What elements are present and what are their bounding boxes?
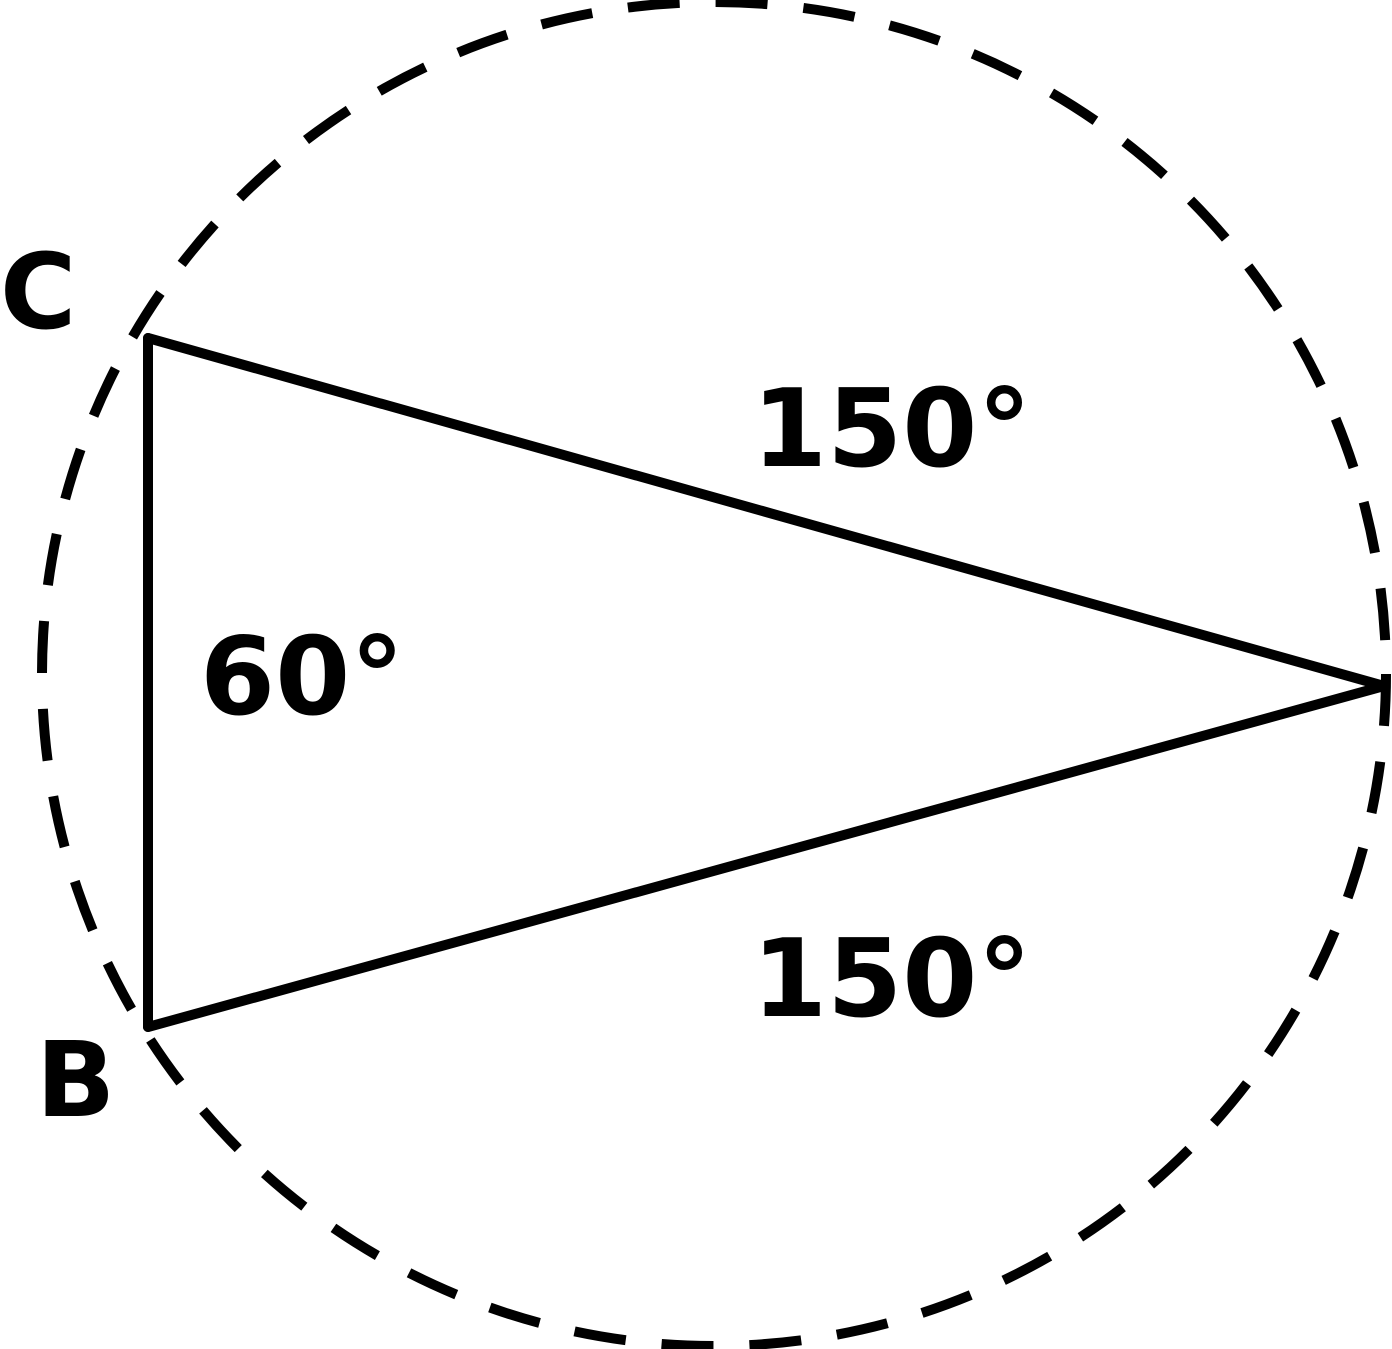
chord-c-right <box>143 333 1389 691</box>
arc-label-top: 150° <box>752 367 1031 492</box>
arc-label-bottom: 150° <box>752 917 1031 1042</box>
vertex-label-b: B <box>36 1019 115 1141</box>
arc-label-left: 60° <box>200 615 404 740</box>
chord-b-right <box>143 681 1389 1032</box>
dashed-circle <box>37 0 1391 1349</box>
vertex-label-c: C <box>0 231 76 353</box>
